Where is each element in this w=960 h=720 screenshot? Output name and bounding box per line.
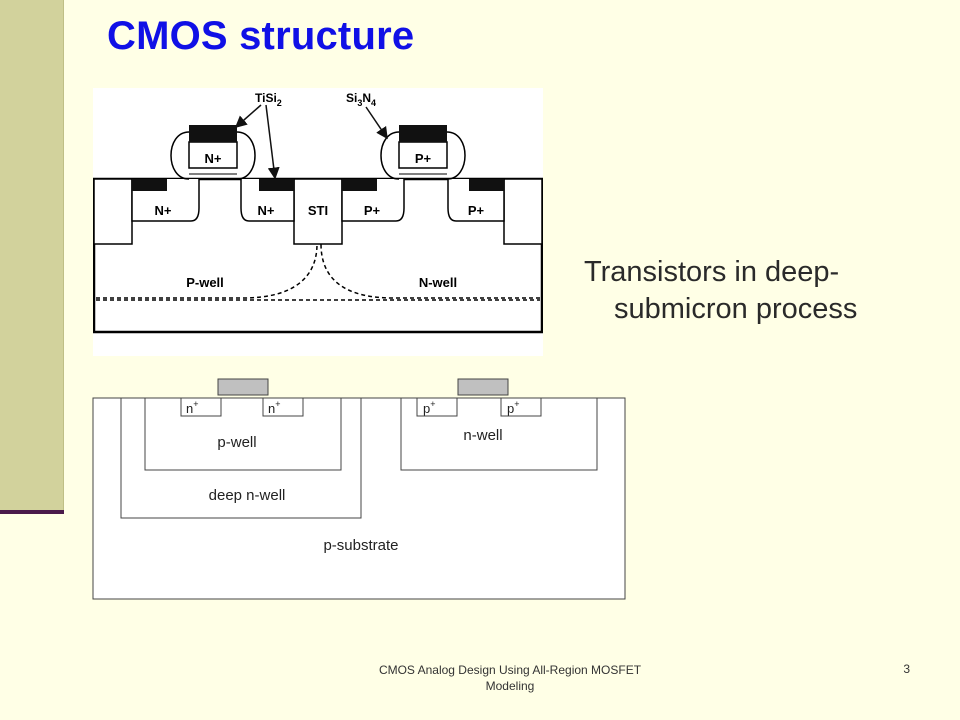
pmos-gate-rect [457, 378, 509, 396]
nmos-n2-diffusion [262, 397, 304, 417]
si3n4-arrow-to-spacer [365, 106, 388, 140]
edge-sti-left [93, 178, 133, 245]
nmos-gate-rect [217, 378, 269, 396]
pmos-p1-diffusion [416, 397, 458, 417]
pmos-source-silicide [342, 179, 377, 191]
psubstrate-label: p-substrate [323, 537, 398, 554]
pmos-gate-label: P+ [415, 151, 432, 166]
pmos-p1-label: p+ [423, 399, 436, 416]
si3n4-label: Si3N4 [346, 91, 376, 108]
pmos-p2-diffusion [500, 397, 542, 417]
nmos-source-label: N+ [155, 203, 172, 218]
nmos-n1-diffusion [180, 397, 222, 417]
pmos-gate-silicide [399, 125, 447, 142]
tisi2-arrow-to-gate [234, 104, 262, 128]
slide-footer: CMOS Analog Design Using All-Region MOSF… [340, 662, 680, 694]
nmos-n1-label: n+ [186, 399, 199, 416]
sti-label: STI [308, 203, 328, 218]
nmos-drain-label: N+ [258, 203, 275, 218]
pmos-gate-poly [398, 141, 448, 169]
side-text-line1: Transistors in deep- [584, 256, 840, 288]
pwell-boundary-curve [96, 243, 318, 299]
nwell-label: N-well [419, 275, 457, 290]
nmos-drain-silicide [259, 179, 294, 191]
side-text-line2: submicron process [614, 293, 858, 325]
pmos-source-label: P+ [364, 203, 381, 218]
nmos-gate-label: N+ [205, 151, 222, 166]
tisi2-arrow-to-drain [265, 104, 280, 180]
side-description: Transistors in deep- submicron process [584, 254, 904, 328]
nmos-n2-label: n+ [268, 399, 281, 416]
pmos-p2-label: p+ [507, 399, 520, 416]
pmos-drain-label: P+ [468, 203, 485, 218]
footer-line1: CMOS Analog Design Using All-Region MOSF… [378, 663, 642, 677]
tisi2-label: TiSi2 [255, 91, 282, 108]
nmos-gate-silicide [189, 125, 237, 142]
pwell-box [144, 397, 342, 471]
cmos-cross-section-figure: N+ P+ N+ N+ STI P+ P+ P-well N-well TiSi… [93, 88, 543, 356]
sidebar-accent-line [0, 510, 64, 514]
triple-well-figure: n+ n+ p+ p+ p-well n-well deep n-well p-… [92, 378, 626, 600]
sidebar-accent-bar [0, 0, 64, 510]
pwell-label: P-well [186, 275, 224, 290]
footer-line2: Modeling [485, 679, 535, 693]
edge-sti-right [503, 178, 543, 245]
nwell-label: n-well [463, 427, 502, 444]
nmos-source-silicide [132, 179, 167, 191]
pmos-drain-silicide [469, 179, 504, 191]
page-number: 3 [903, 662, 910, 676]
deep-nwell-label: deep n-well [209, 487, 286, 504]
central-sti [293, 178, 343, 245]
slide-title: CMOS structure [107, 14, 415, 58]
pwell-label: p-well [217, 434, 256, 451]
